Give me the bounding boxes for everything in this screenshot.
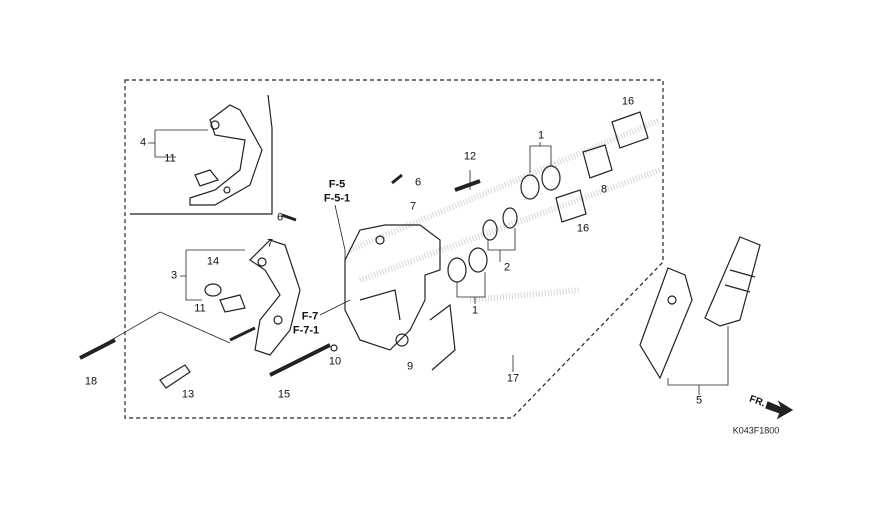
assembly-frame	[124, 79, 664, 419]
pad-spring-11b	[219, 294, 246, 313]
ref-f7-1[interactable]: F-7-1	[292, 324, 320, 337]
bracket-3	[249, 239, 301, 356]
callout-16a: 16	[621, 95, 635, 108]
callout-15: 15	[277, 388, 291, 401]
callout-8: 8	[600, 183, 608, 196]
callout-10: 10	[328, 355, 342, 368]
callout-17: 17	[506, 372, 520, 385]
bracket-4	[189, 104, 263, 206]
callout-4: 4	[139, 136, 147, 149]
honda-watermark	[348, 117, 662, 303]
bleeders-6	[281, 173, 403, 222]
pad-spring-11a	[194, 169, 220, 187]
callout-2: 2	[503, 261, 511, 274]
pin-12	[454, 179, 481, 192]
callout-13: 13	[181, 388, 195, 401]
washer-10	[330, 344, 338, 352]
callout-6b: 6	[276, 211, 284, 224]
pin-15	[269, 343, 331, 377]
pistons	[555, 111, 649, 223]
ref-f7[interactable]: F-7	[301, 310, 319, 323]
cap-13	[159, 364, 191, 389]
callout-16b: 16	[576, 222, 590, 235]
callout-1a: 1	[537, 129, 545, 142]
callout-9: 9	[406, 360, 414, 373]
callout-12: 12	[463, 150, 477, 163]
callout-11a: 11	[164, 152, 176, 165]
callout-5: 5	[695, 394, 703, 407]
brake-pads	[639, 236, 761, 380]
front-arrow-icon	[765, 400, 794, 420]
ref-f5[interactable]: F-5	[328, 178, 346, 191]
callout-7a: 7	[409, 200, 417, 213]
ref-f5-1[interactable]: F-5-1	[323, 192, 351, 205]
diagram-code: K043F1800	[732, 425, 780, 436]
pad-spring-9	[429, 303, 456, 371]
callout-18: 18	[84, 375, 98, 388]
boot-14	[204, 283, 222, 297]
callout-14: 14	[206, 255, 220, 268]
caliper-body	[344, 224, 441, 351]
callout-1b: 1	[471, 304, 479, 317]
callout-11b: 11	[194, 302, 206, 315]
leader-lines	[79, 129, 729, 395]
callout-6a: 6	[414, 176, 422, 189]
callout-7b: 7	[266, 237, 274, 250]
callout-3: 3	[170, 269, 178, 282]
